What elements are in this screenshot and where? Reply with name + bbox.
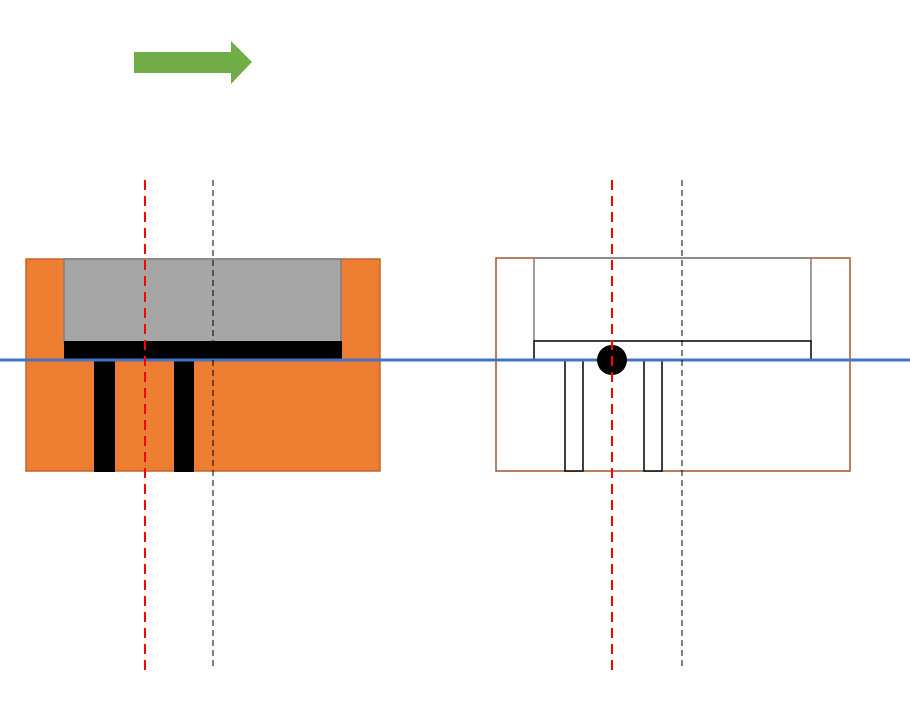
right-top-plate-outline [533, 340, 812, 361]
right-gray-block-outline [533, 257, 812, 341]
left-assembly [25, 258, 381, 472]
right-arrow-icon [134, 41, 252, 84]
right-leg-2-outline [643, 359, 663, 472]
left-gray-block [63, 258, 342, 343]
left-top-plate [64, 341, 342, 360]
right-leg-1-outline [564, 359, 584, 472]
left-leg-2 [174, 360, 194, 472]
left-leg-1 [94, 360, 115, 472]
